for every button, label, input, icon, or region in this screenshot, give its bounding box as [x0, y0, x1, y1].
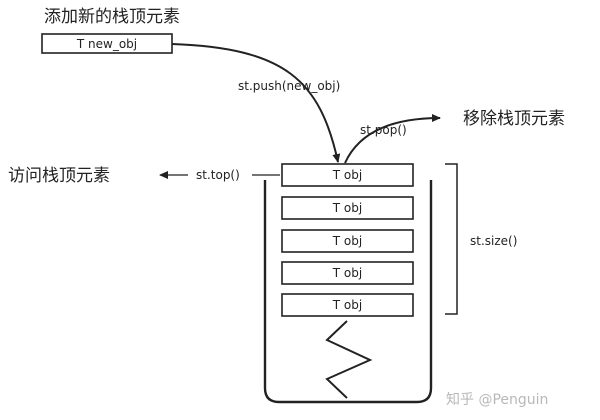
stack-item-label: T obj	[332, 234, 362, 248]
stack-item: T obj	[281, 229, 414, 253]
stack-item-label: T obj	[332, 201, 362, 215]
size-label: st.size()	[470, 234, 517, 248]
size-bracket	[445, 163, 458, 315]
access-top-title: 访问栈顶元素	[8, 166, 110, 186]
top-label: st.top()	[196, 168, 240, 182]
stack-item: T obj	[281, 293, 414, 317]
stack-container	[263, 180, 433, 404]
push-label: st.push(new_obj)	[238, 79, 340, 93]
stack-item-box	[281, 229, 414, 253]
pop-arrow	[344, 114, 441, 164]
stack-item-box	[281, 261, 414, 285]
stack-items: T obj T obj T obj T obj T obj	[281, 163, 414, 317]
pop-label: st.pop()	[360, 123, 407, 137]
new-obj-box	[41, 33, 173, 54]
stack-item-box	[281, 163, 414, 187]
spring	[325, 320, 373, 399]
stack-item-label: T obj	[332, 298, 362, 312]
stack-item: T obj	[281, 261, 414, 285]
stack-item-box	[281, 196, 414, 220]
watermark: 知乎 @Penguin	[446, 391, 548, 408]
stack-item-top: T obj	[281, 163, 414, 187]
stack-item-label: T obj	[332, 168, 362, 182]
stack-item-box	[281, 293, 414, 317]
stack-item: T obj	[281, 196, 414, 220]
remove-top-title: 移除栈顶元素	[463, 109, 565, 129]
add-top-title: 添加新的栈顶元素	[44, 7, 180, 27]
stack-item-label: T obj	[332, 266, 362, 280]
push-arrow	[171, 43, 341, 163]
new-obj-label: T new_obj	[76, 37, 137, 51]
